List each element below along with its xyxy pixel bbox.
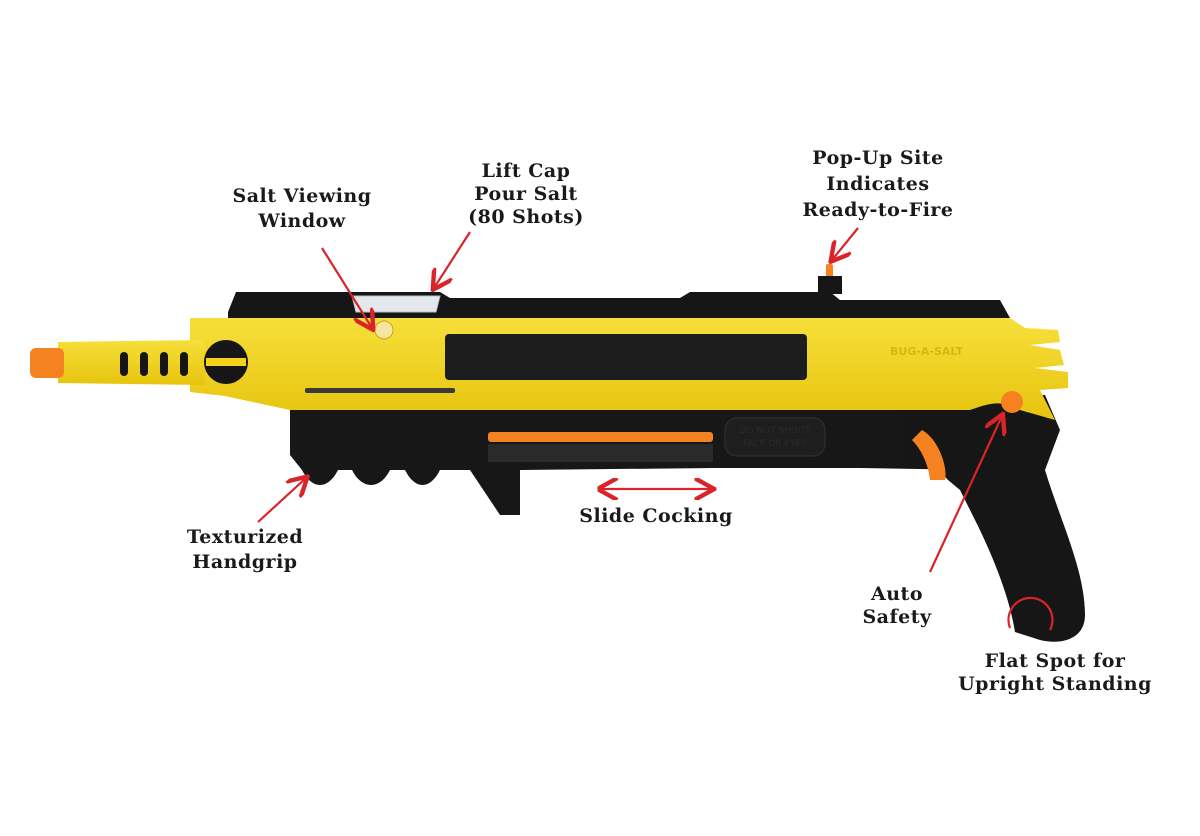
label-popup-sight: Pop-Up Site Indicates Ready-to-Fire	[802, 147, 953, 221]
circle-flat-spot	[1007, 596, 1054, 631]
auto-safety-knob	[1001, 391, 1023, 413]
pistol-grip	[900, 395, 1085, 642]
label-slide-cocking: Slide Cocking	[579, 505, 733, 527]
label-auto-safety: Auto Safety	[862, 583, 932, 628]
arrow-safety	[929, 416, 1002, 573]
svg-text:Texturized: Texturized	[187, 526, 303, 548]
svg-text:Slide Cocking: Slide Cocking	[579, 505, 733, 527]
trigger	[912, 430, 946, 480]
barrel-shroud	[58, 340, 205, 385]
arrow-salt-window	[321, 247, 372, 328]
salt-cap	[351, 295, 441, 313]
label-handgrip: Texturized Handgrip	[187, 526, 303, 573]
svg-text:Upright Standing: Upright Standing	[958, 673, 1152, 695]
label-flat-spot: Flat Spot for Upright Standing	[958, 650, 1152, 695]
muzzle-tip	[30, 348, 64, 378]
svg-text:Auto: Auto	[870, 583, 923, 605]
svg-text:FACE OR EYES: FACE OR EYES	[743, 439, 807, 449]
svg-text:Handgrip: Handgrip	[192, 551, 297, 573]
svg-text:Indicates: Indicates	[826, 173, 929, 195]
svg-text:(80 Shots): (80 Shots)	[468, 206, 584, 228]
top-rail	[228, 292, 1010, 318]
warning-plate	[724, 417, 826, 457]
svg-text:Pour Salt: Pour Salt	[474, 183, 577, 205]
svg-text:Safety: Safety	[862, 606, 932, 628]
svg-text:Window: Window	[257, 210, 345, 232]
logo-embossing: BUG-A-SALT	[890, 345, 964, 358]
arrow-popup-sight	[832, 227, 859, 260]
salt-viewing-window	[374, 320, 394, 340]
svg-text:Ready-to-Fire: Ready-to-Fire	[802, 199, 953, 221]
svg-text:Lift Cap: Lift Cap	[482, 160, 571, 182]
label-lift-cap: Lift Cap Pour Salt (80 Shots)	[468, 160, 584, 228]
svg-text:Pop-Up Site: Pop-Up Site	[812, 147, 943, 169]
svg-text:Salt Viewing: Salt Viewing	[232, 185, 371, 207]
texture-panel	[445, 334, 807, 380]
svg-text:Flat Spot for: Flat Spot for	[985, 650, 1126, 672]
popup-sight	[826, 264, 833, 278]
arrow-lift-cap	[434, 231, 471, 288]
warning-embossing: DO NOT SHOOT	[739, 426, 811, 436]
arrow-handgrip	[257, 478, 306, 523]
label-salt-window: Salt Viewing Window	[232, 185, 371, 232]
